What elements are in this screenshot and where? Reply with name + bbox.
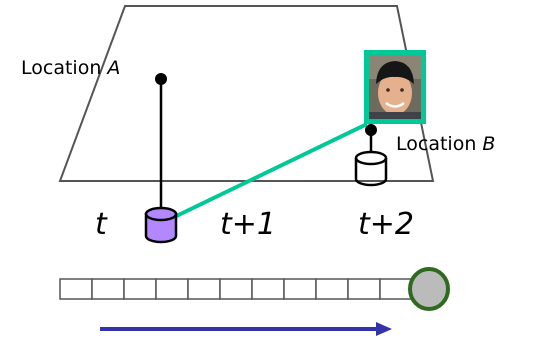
location-b-label-var: B [482, 133, 496, 155]
queue-cell [123, 278, 157, 300]
database-cylinder-outline-icon [354, 150, 388, 187]
location-a-pin-head [155, 73, 167, 85]
queue-cell [59, 278, 93, 300]
queue-cell [251, 278, 285, 300]
person-photo-icon [364, 50, 426, 124]
location-a-label-prefix: Location [21, 57, 108, 79]
location-b-label-prefix: Location [396, 133, 483, 155]
location-a-label-var: A [107, 57, 121, 79]
time-label-t: t [95, 207, 107, 242]
queue-bar [59, 278, 413, 300]
location-b-label: Location B [396, 135, 495, 154]
perspective-plane [58, 5, 435, 182]
arrow-right-icon [100, 322, 392, 336]
location-a-label: Location A [21, 59, 120, 78]
time-label-t-plus-2: t+2 [358, 207, 414, 242]
queue-cell [187, 278, 221, 300]
queue-cell [91, 278, 125, 300]
queue-cell [315, 278, 349, 300]
time-label-t-plus-1: t+1 [220, 207, 276, 242]
queue-cell [219, 278, 253, 300]
database-cylinder-icon [144, 206, 178, 244]
queue-cell [283, 278, 317, 300]
trajectory-line [163, 122, 368, 224]
queue-cell [347, 278, 381, 300]
queue-end-marker [408, 267, 450, 311]
queue-cell [379, 278, 413, 300]
location-b-pin-head [365, 124, 377, 136]
queue-cell [155, 278, 189, 300]
